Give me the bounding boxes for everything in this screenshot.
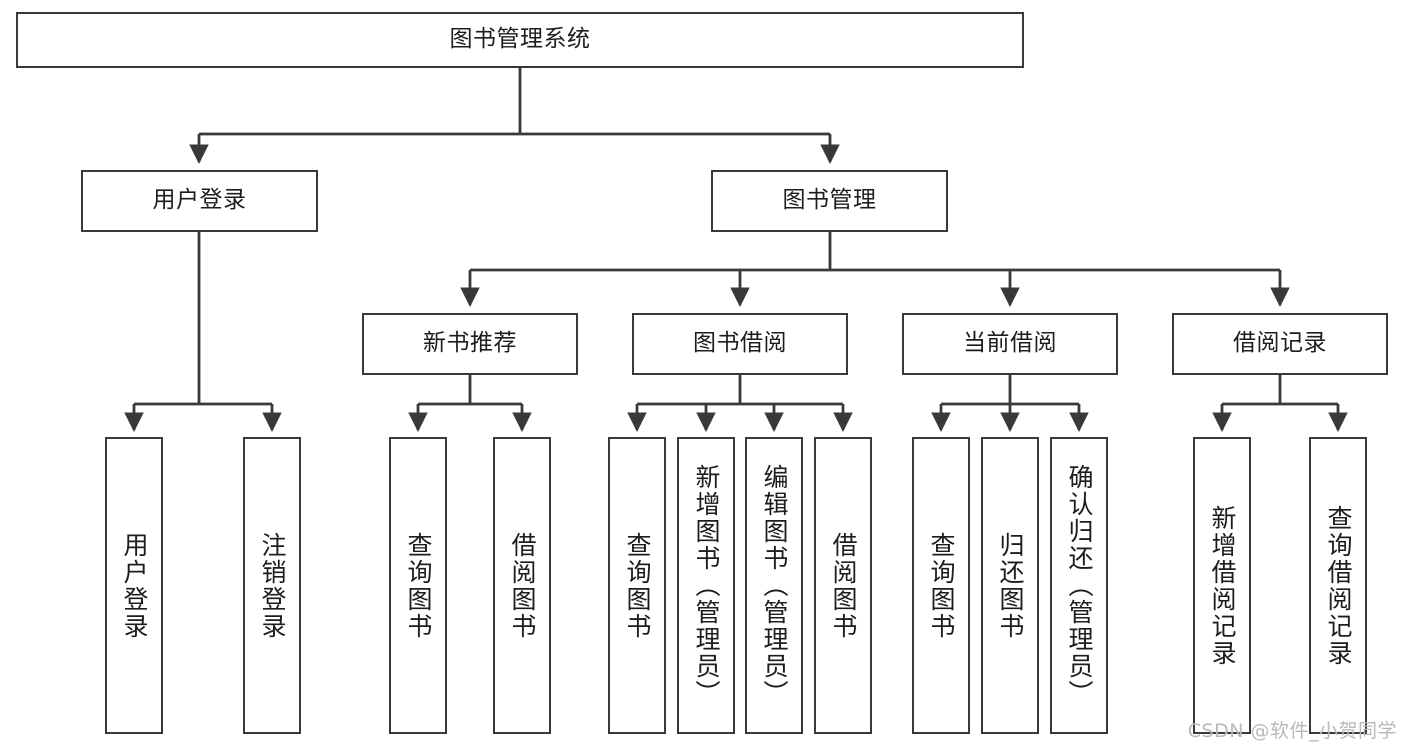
leaf-book-borrow-borrow[interactable]: 借阅图书 <box>814 437 872 734</box>
node-new-book-recommend[interactable]: 新书推荐 <box>362 313 578 375</box>
leaf-book-borrow-edit[interactable]: 编辑图书（管理员） <box>745 437 803 734</box>
leaf-current-borrow-return[interactable]: 归还图书 <box>981 437 1039 734</box>
node-label: 借阅图书 <box>508 531 537 640</box>
leaf-book-borrow-add[interactable]: 新增图书（管理员） <box>677 437 735 734</box>
node-user-login[interactable]: 用户登录 <box>81 170 318 232</box>
node-label: 查询图书 <box>623 531 652 640</box>
node-label: 查询图书 <box>404 531 433 640</box>
node-label: 查询借阅记录 <box>1324 504 1353 667</box>
node-label: 新书推荐 <box>423 330 517 357</box>
node-root-system[interactable]: 图书管理系统 <box>16 12 1024 68</box>
node-borrow-record[interactable]: 借阅记录 <box>1172 313 1388 375</box>
node-label: 图书管理系统 <box>449 26 591 53</box>
node-label: 归还图书 <box>996 531 1025 640</box>
leaf-user-login-logout[interactable]: 注销登录 <box>243 437 301 734</box>
leaf-new-book-query[interactable]: 查询图书 <box>389 437 447 734</box>
node-label: 注销登录 <box>258 531 287 640</box>
leaf-user-login-login[interactable]: 用户登录 <box>105 437 163 734</box>
node-book-borrow[interactable]: 图书借阅 <box>632 313 848 375</box>
node-label: 新增借阅记录 <box>1208 504 1237 667</box>
node-label: 借阅记录 <box>1233 330 1327 357</box>
leaf-borrow-record-query[interactable]: 查询借阅记录 <box>1309 437 1367 734</box>
leaf-current-borrow-query[interactable]: 查询图书 <box>912 437 970 734</box>
node-label: 当前借阅 <box>963 330 1057 357</box>
node-label: 编辑图书（管理员） <box>760 464 789 707</box>
node-label: 图书管理 <box>782 187 877 214</box>
leaf-book-borrow-query[interactable]: 查询图书 <box>608 437 666 734</box>
node-label: 用户登录 <box>120 531 149 640</box>
node-label: 图书借阅 <box>693 330 787 357</box>
node-book-management[interactable]: 图书管理 <box>711 170 948 232</box>
node-label: 新增图书（管理员） <box>692 464 721 707</box>
node-label: 借阅图书 <box>829 531 858 640</box>
leaf-borrow-record-add[interactable]: 新增借阅记录 <box>1193 437 1251 734</box>
node-label: 用户登录 <box>152 187 247 214</box>
leaf-current-borrow-confirm[interactable]: 确认归还（管理员） <box>1050 437 1108 734</box>
node-current-borrow[interactable]: 当前借阅 <box>902 313 1118 375</box>
node-label: 确认归还（管理员） <box>1065 464 1094 707</box>
watermark-text: CSDN @软件_小贺同学 <box>1187 720 1397 742</box>
node-label: 查询图书 <box>927 531 956 640</box>
leaf-new-book-borrow[interactable]: 借阅图书 <box>493 437 551 734</box>
